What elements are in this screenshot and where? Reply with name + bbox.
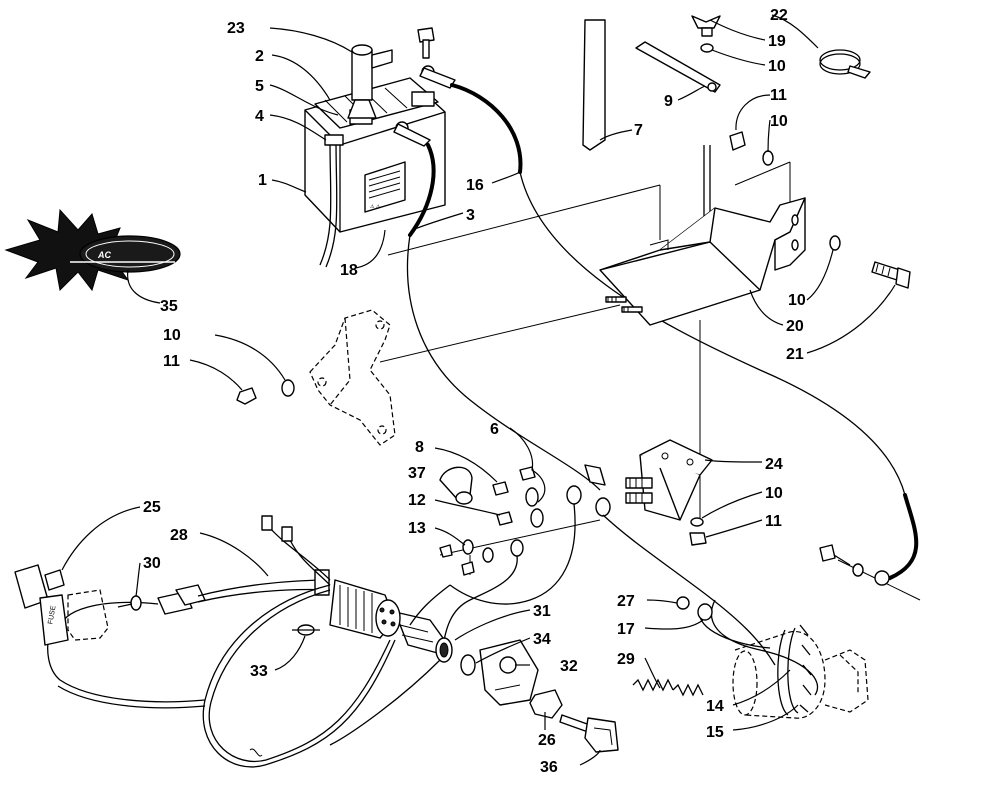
callout-24: 24: [765, 456, 783, 473]
washer-solenoid: [690, 517, 704, 527]
callout-21: 21: [786, 346, 804, 363]
callout-14: 14: [706, 698, 724, 715]
clamp-strap: [819, 49, 871, 79]
callout-37: 37: [408, 465, 426, 482]
nut-bracket: [236, 387, 257, 405]
bolt-top: [417, 27, 435, 59]
terminal-hardware: [439, 466, 611, 576]
wire-bolt: [584, 464, 606, 486]
cable-16: [419, 65, 919, 586]
callout-18: 18: [340, 262, 358, 279]
callout-12: 12: [408, 492, 426, 509]
callout-13: 13: [408, 520, 426, 537]
callout-2: 2: [255, 48, 264, 65]
callout-19: 19: [768, 33, 786, 50]
nut-solenoid: [689, 532, 707, 546]
cable-3: [393, 121, 436, 237]
wire-terminal-b: [602, 514, 776, 666]
callout-28: 28: [170, 527, 188, 544]
callout-35: 35: [160, 298, 178, 315]
callout-4: 4: [255, 108, 264, 125]
callout-31: 31: [533, 603, 551, 620]
cable-17-end: [697, 603, 713, 621]
strap: [582, 19, 606, 151]
washer-bracket: [281, 379, 295, 397]
callout-29: 29: [617, 651, 635, 668]
washer-21: [829, 235, 841, 251]
callout-10-top: 10: [768, 58, 786, 75]
callout-15: 15: [706, 724, 724, 741]
callout-10-bracket: 10: [163, 327, 181, 344]
battery: ⚠ ⚠: [304, 77, 446, 268]
terminal-cap: [347, 44, 393, 119]
callout-1: 1: [258, 172, 267, 189]
ac-logo: AC: [4, 208, 181, 292]
washer-top: [700, 43, 714, 53]
switch-washer: [460, 654, 476, 676]
fuse-mark: FUSE: [47, 605, 57, 625]
bracket-9: [635, 41, 721, 93]
bolt-bottom-right: [819, 544, 864, 577]
wing-nut: [691, 15, 721, 37]
wiring-harness: [47, 515, 451, 768]
callout-27: 27: [617, 593, 635, 610]
leader-lines: [61, 14, 896, 766]
callout-16: 16: [466, 177, 484, 194]
fuse-holder: FUSE: [14, 564, 69, 646]
callout-26: 26: [538, 732, 556, 749]
callout-23: 23: [227, 20, 245, 37]
callout-20: 20: [786, 318, 804, 335]
guide-lines: [379, 161, 921, 601]
callout-34: 34: [533, 631, 551, 648]
callout-22: 22: [770, 7, 788, 24]
key: [559, 714, 619, 753]
pin-33: [292, 624, 320, 636]
solenoid: [625, 439, 713, 521]
callout-10-solenoid: 10: [765, 485, 783, 502]
callout-8: 8: [415, 439, 424, 456]
callout-36: 36: [540, 759, 558, 776]
callout-labels: 23 2 5 4 1 16 3 18 35 10 11 22 19 10 9 1…: [143, 7, 806, 776]
battery-label-mark: ⚠ ⚠: [370, 204, 381, 210]
logo-text: AC: [97, 250, 111, 260]
callout-7: 7: [634, 122, 643, 139]
callout-30: 30: [143, 555, 161, 572]
callout-32: 32: [560, 658, 578, 675]
callout-33: 33: [250, 663, 268, 680]
springs: [632, 678, 704, 697]
wire-terminal-a: [449, 503, 576, 605]
battery-tray: [599, 197, 806, 326]
switch-nut: [529, 689, 563, 719]
mount-bracket: [309, 309, 396, 446]
callout-17: 17: [617, 621, 635, 638]
callout-11-solenoid: 11: [765, 513, 782, 530]
washer-right: [762, 150, 774, 166]
callout-3: 3: [466, 207, 475, 224]
key-switch: [394, 611, 453, 663]
wire-3-to-solenoid: [406, 234, 601, 491]
callout-9: 9: [664, 93, 673, 110]
callout-6: 6: [490, 421, 499, 438]
callout-5: 5: [255, 78, 264, 95]
key-plate: [479, 639, 539, 706]
callout-10-right: 10: [770, 113, 788, 130]
callout-25: 25: [143, 499, 161, 516]
nut-right: [729, 131, 746, 151]
callout-10-tray: 10: [788, 292, 806, 309]
callout-11-bracket: 11: [163, 353, 180, 370]
starter-motor: [699, 599, 869, 719]
callout-11-right: 11: [770, 87, 787, 104]
nut-27: [676, 596, 690, 610]
fuse-mount-plate: [67, 589, 109, 641]
bolt-21: [871, 261, 911, 289]
